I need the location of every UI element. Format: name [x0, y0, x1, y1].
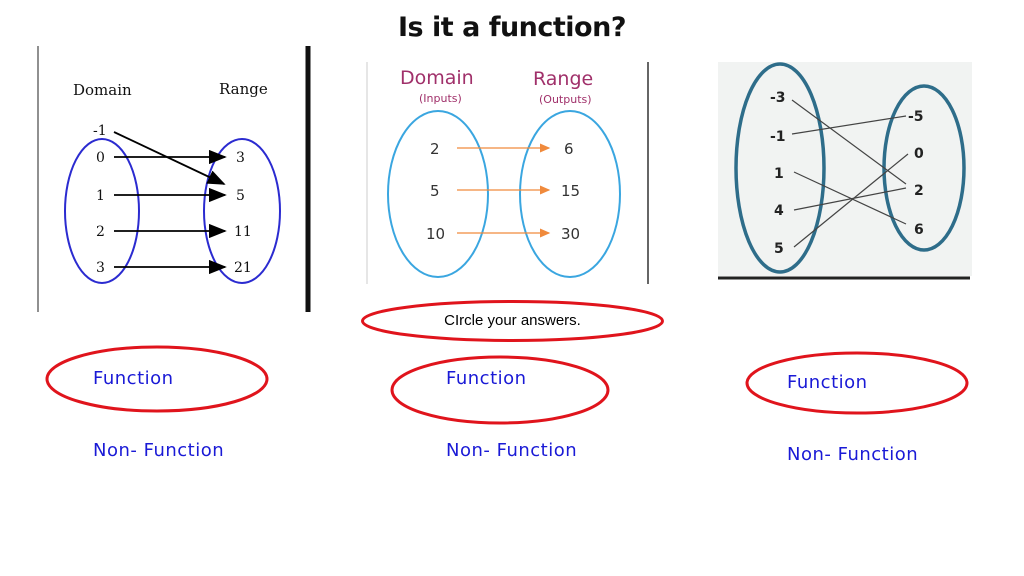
- domain-value: 1: [96, 188, 105, 204]
- function-option-1[interactable]: Function: [93, 368, 174, 389]
- range-value: 11: [234, 224, 252, 240]
- mapping-line: [793, 171, 907, 225]
- range-value: 6: [914, 222, 924, 238]
- range-header: Range: [533, 68, 593, 90]
- domain-value: 3: [96, 260, 105, 276]
- domain-subheader: (Inputs): [419, 92, 462, 105]
- range-oval: [203, 138, 281, 284]
- diagram-background: [718, 62, 972, 276]
- instruction-callout: CIrcle your answers.: [360, 299, 665, 343]
- function-option-2[interactable]: Function: [446, 368, 527, 389]
- domain-value: 2: [430, 140, 440, 158]
- range-value: 30: [561, 225, 580, 243]
- domain-oval: [387, 110, 489, 278]
- instruction-text: CIrcle your answers.: [444, 312, 581, 329]
- answer-circle-3: [745, 351, 969, 415]
- non-function-option-2[interactable]: Non- Function: [446, 440, 578, 461]
- range-oval: [519, 110, 621, 278]
- domain-value: 4: [774, 203, 784, 219]
- mapping-diagram-2: Domain Range (Inputs) (Outputs) 2 5 10 6…: [366, 62, 649, 284]
- range-value: -5: [908, 109, 924, 125]
- domain-oval: [64, 138, 140, 284]
- domain-value: -1: [93, 123, 107, 139]
- mapping-diagram-1: Domain Range -1 0 1 2 3 3 5 11 21: [37, 46, 311, 312]
- non-function-option-1[interactable]: Non- Function: [93, 440, 225, 461]
- range-value: 15: [561, 182, 580, 200]
- range-value: 3: [236, 150, 245, 166]
- domain-oval: [734, 62, 826, 274]
- instruction-circle: [361, 300, 664, 342]
- range-value: 2: [914, 183, 924, 199]
- function-option-3[interactable]: Function: [787, 372, 868, 393]
- range-value: 0: [914, 146, 924, 162]
- range-value: 21: [234, 260, 252, 276]
- range-header: Range: [219, 80, 268, 98]
- range-value: 5: [236, 188, 245, 204]
- non-function-option-3[interactable]: Non- Function: [787, 444, 919, 465]
- domain-value: 1: [774, 166, 784, 182]
- page-title: Is it a function?: [398, 12, 627, 43]
- range-subheader: (Outputs): [539, 93, 592, 106]
- domain-value: 0: [96, 150, 105, 166]
- domain-value: -3: [770, 90, 786, 106]
- domain-header: Domain: [400, 67, 474, 89]
- mapping-line: [793, 153, 909, 248]
- domain-value: 5: [774, 241, 784, 257]
- domain-header: Domain: [73, 81, 132, 99]
- answer-circle-1: [45, 345, 269, 413]
- domain-value: -1: [770, 129, 786, 145]
- mapping-arrow: [113, 131, 226, 185]
- domain-value: 2: [96, 224, 105, 240]
- domain-value: 10: [426, 225, 445, 243]
- domain-value: 5: [430, 182, 440, 200]
- mapping-line: [793, 187, 907, 211]
- mapping-diagram-3: -3 -1 1 4 5 -5 0 2 6: [718, 62, 972, 280]
- range-value: 6: [564, 140, 574, 158]
- mapping-line: [791, 99, 907, 185]
- mapping-line: [791, 115, 907, 135]
- answer-circle-2: [390, 355, 610, 425]
